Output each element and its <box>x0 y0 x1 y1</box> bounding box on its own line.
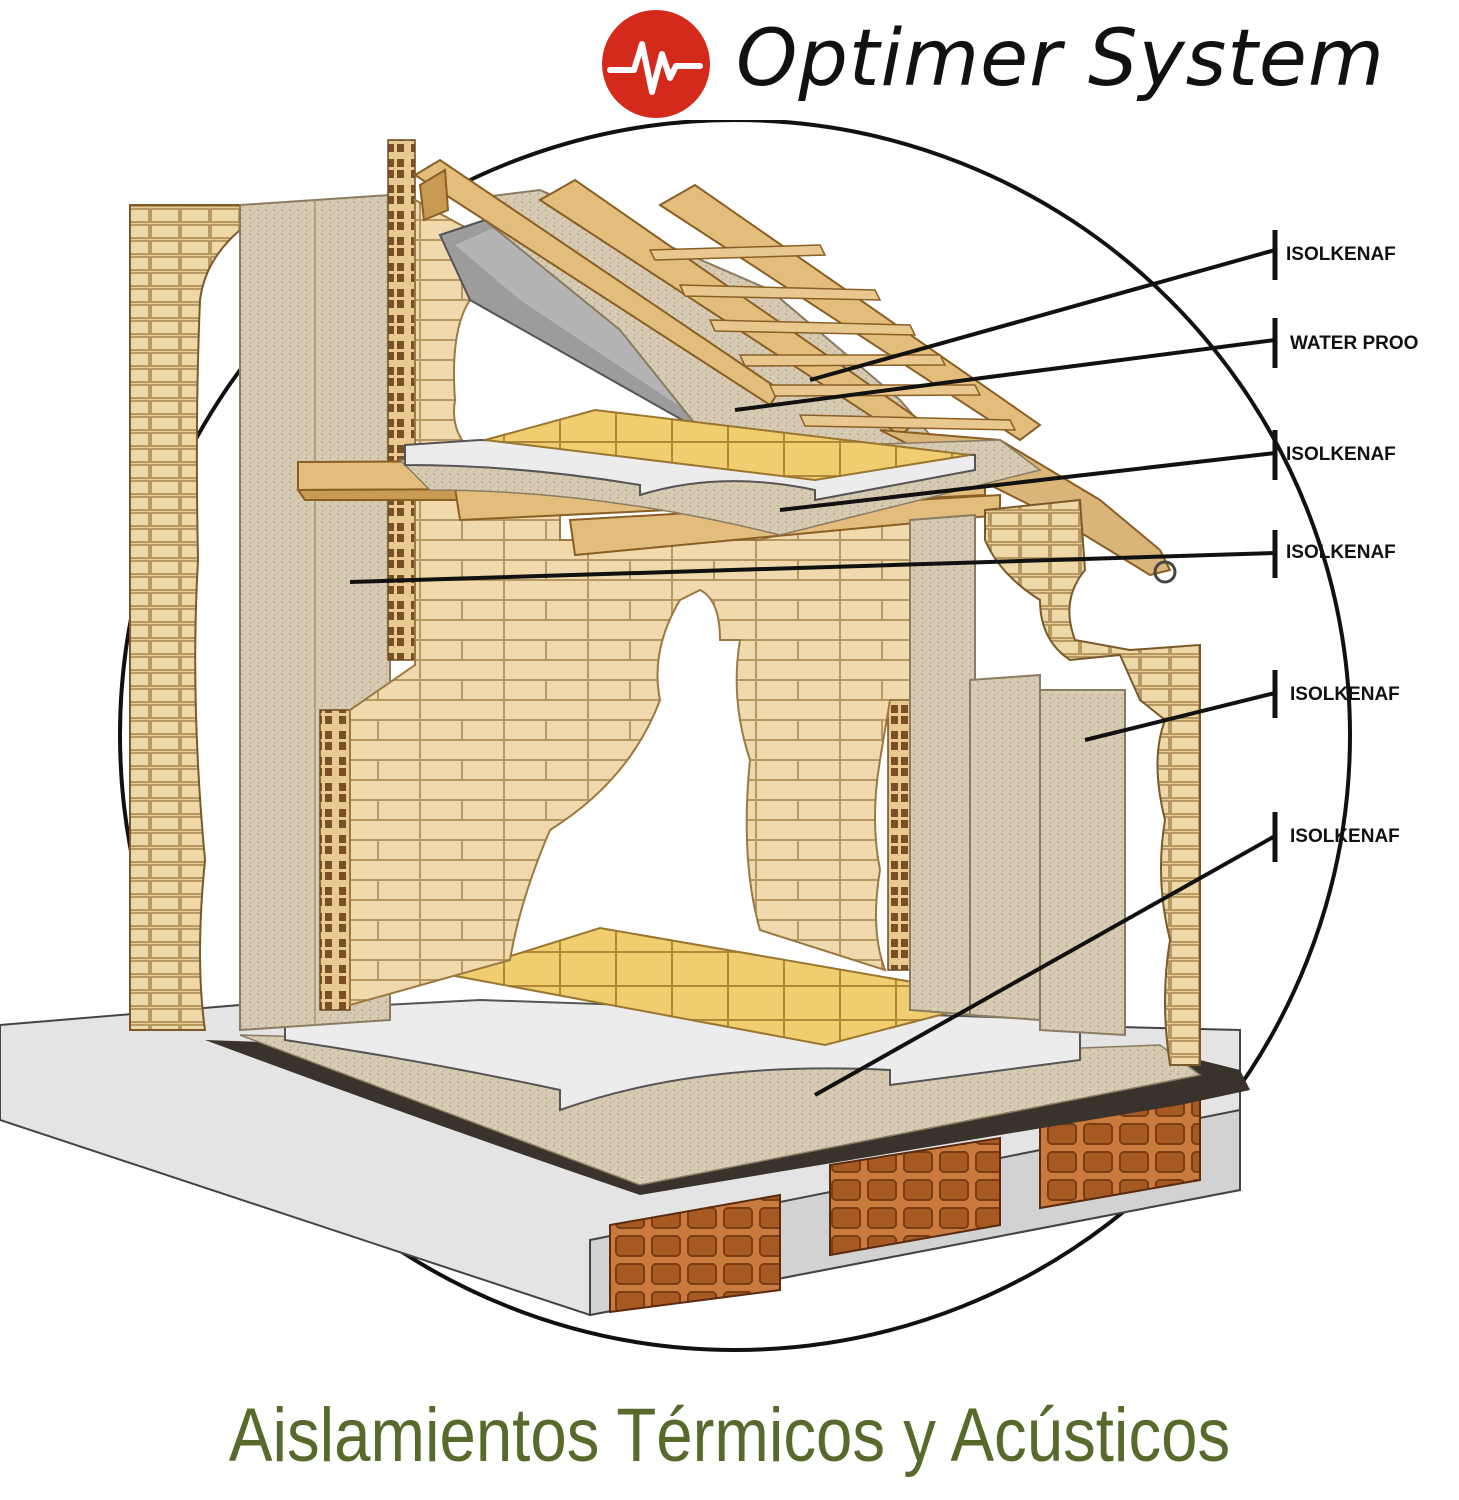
slab-brick-1 <box>609 1193 781 1314</box>
callout-label-wall-kenaf: ISOLKENAF <box>1286 542 1396 563</box>
gutter <box>1153 560 1177 584</box>
brand-name: Optimer System <box>736 14 1385 104</box>
building-cutaway-diagram <box>0 120 1352 1352</box>
frame-circle <box>118 120 1352 1352</box>
leader-5 <box>1084 691 1276 742</box>
callout-label-ceiling-kenaf: ISOLKENAF <box>1286 444 1396 465</box>
ceiling-tiles <box>484 408 971 482</box>
leader-1 <box>809 248 1276 382</box>
leader-6 <box>814 834 1276 1097</box>
right-kenaf-panel-2 <box>969 673 1041 1022</box>
callout-label-waterproof: WATER PROO <box>1290 333 1419 354</box>
right-kenaf-panel-1 <box>909 513 976 1017</box>
callout-label-floor-kenaf: ISOLKENAF <box>1290 826 1400 847</box>
slab-brick-2 <box>829 1136 1001 1257</box>
hollow-brick-column-right <box>887 699 913 971</box>
roof-sheet-highlight <box>455 225 700 420</box>
leader-2 <box>734 338 1276 412</box>
leader-4 <box>349 551 1276 584</box>
callout-label-outer-wall-kenaf: ISOLKENAF <box>1290 684 1400 705</box>
caption-title: Aislamientos Térmicos y Acústicos <box>228 1393 1231 1478</box>
brand-header: Optimer System <box>596 8 1456 120</box>
leader-3 <box>779 451 1276 512</box>
callout-label-roof-kenaf: ISOLKENAF <box>1286 244 1396 265</box>
hollow-brick-column-low <box>319 709 351 1011</box>
logo-icon <box>602 10 710 118</box>
right-outer-wall <box>984 498 1201 1066</box>
roof-battens <box>648 244 1017 431</box>
left-outer-wall <box>129 204 241 1031</box>
right-kenaf-panel-3 <box>1039 689 1126 1037</box>
callout-leaders <box>349 248 1276 1097</box>
